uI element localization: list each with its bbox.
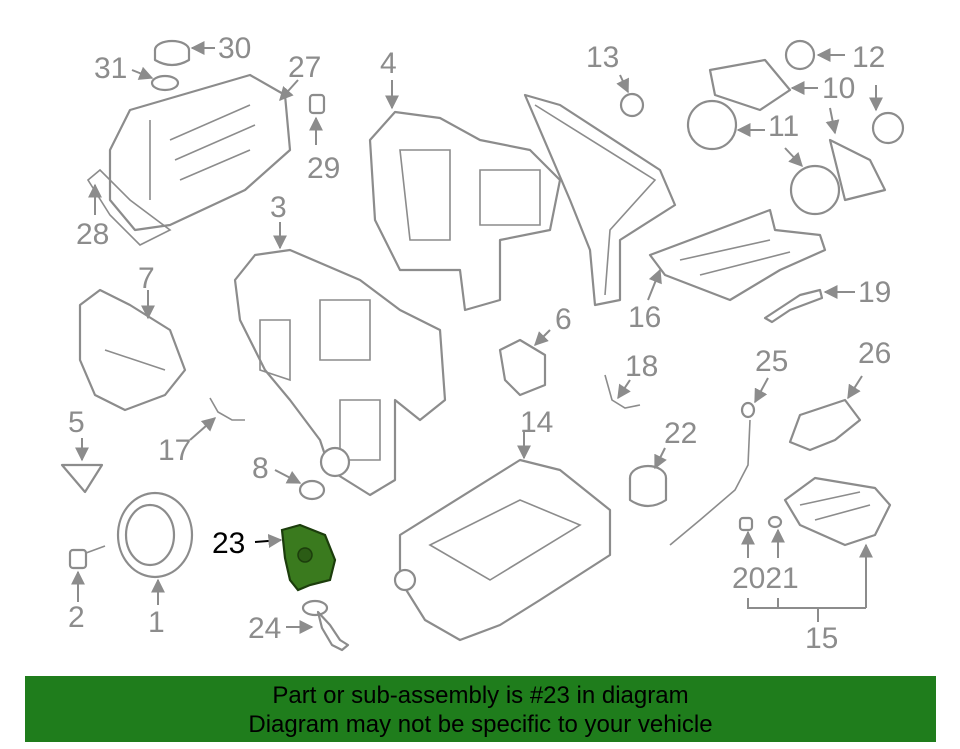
label-12: 12 xyxy=(852,41,885,74)
label-27: 27 xyxy=(288,51,321,84)
part-sprocket[interactable] xyxy=(616,74,645,118)
label-7: 7 xyxy=(138,262,155,295)
label-19: 19 xyxy=(858,276,891,309)
part-oil-filler-cap[interactable] xyxy=(153,39,215,67)
label-31: 31 xyxy=(94,52,127,85)
part-crankshaft-pulley[interactable] xyxy=(116,491,194,605)
part-oil-pump-highlighted[interactable] xyxy=(254,523,337,592)
engine-parts-diagram: 30 31 27 29 28 4 13 12 10 11 3 7 19 16 6… xyxy=(60,32,905,655)
label-6: 6 xyxy=(555,303,572,336)
label-24: 24 xyxy=(248,612,281,645)
part-crank-sensor[interactable] xyxy=(189,397,245,441)
part-pcv-valve[interactable] xyxy=(308,93,326,145)
label-1: 1 xyxy=(148,606,165,639)
part-cap-gasket[interactable] xyxy=(131,66,180,92)
part-oil-strainer-tube[interactable] xyxy=(763,285,855,324)
label-8: 8 xyxy=(252,452,269,485)
part-pulley-bolt[interactable] xyxy=(68,545,106,602)
part-water-pump-gasket[interactable] xyxy=(498,329,551,397)
part-cam-phaser[interactable] xyxy=(686,99,887,216)
label-29: 29 xyxy=(307,152,340,185)
part-dipstick[interactable] xyxy=(669,377,769,546)
label-23-highlighted: 23 xyxy=(212,527,245,560)
label-2021: 2021 xyxy=(732,562,799,595)
label-13: 13 xyxy=(586,41,619,74)
part-camshaft-sprocket[interactable] xyxy=(784,39,905,145)
label-25: 25 xyxy=(755,345,788,378)
part-sensor-bracket[interactable] xyxy=(604,374,641,409)
part-chain-guide[interactable] xyxy=(708,58,818,112)
part-oil-filter[interactable] xyxy=(628,447,668,508)
part-water-pump-cover[interactable] xyxy=(78,288,187,412)
label-16: 16 xyxy=(628,301,661,334)
part-timing-chain[interactable] xyxy=(523,93,677,307)
part-timing-cover[interactable] xyxy=(233,222,447,497)
part-oil-pan-lower[interactable] xyxy=(783,476,892,547)
part-seal[interactable] xyxy=(60,438,104,494)
part-baffle-plate[interactable] xyxy=(647,208,827,302)
part-front-cover[interactable] xyxy=(368,80,562,312)
part-front-oil-seal[interactable] xyxy=(274,469,326,501)
banner-line-part: Part or sub-assembly is #23 in diagram xyxy=(272,682,689,709)
label-4: 4 xyxy=(380,47,397,80)
info-banner: Part or sub-assembly is #23 in diagram D… xyxy=(25,676,936,742)
label-17: 17 xyxy=(158,434,191,467)
label-30: 30 xyxy=(218,32,251,65)
label-26: 26 xyxy=(858,337,891,370)
label-18: 18 xyxy=(625,350,658,383)
part-oil-strainer[interactable] xyxy=(286,599,350,652)
label-3: 3 xyxy=(270,191,287,224)
part-valve-cover[interactable] xyxy=(108,73,299,232)
banner-line-disclaimer: Diagram may not be specific to your vehi… xyxy=(248,711,713,738)
label-2: 2 xyxy=(68,601,85,634)
label-22: 22 xyxy=(664,417,697,450)
label-11: 11 xyxy=(768,110,799,143)
label-5: 5 xyxy=(68,406,85,439)
label-10: 10 xyxy=(822,72,855,105)
part-oil-pan-upper[interactable] xyxy=(393,430,612,642)
part-dipstick-bracket[interactable] xyxy=(788,375,863,452)
part-drain-plug-and-washer[interactable] xyxy=(738,515,785,558)
label-14: 14 xyxy=(520,406,553,439)
callout-bracket-15 xyxy=(747,543,873,622)
part-valve-cover-gasket[interactable] xyxy=(86,168,172,246)
label-28: 28 xyxy=(76,218,109,251)
label-15: 15 xyxy=(805,622,838,655)
